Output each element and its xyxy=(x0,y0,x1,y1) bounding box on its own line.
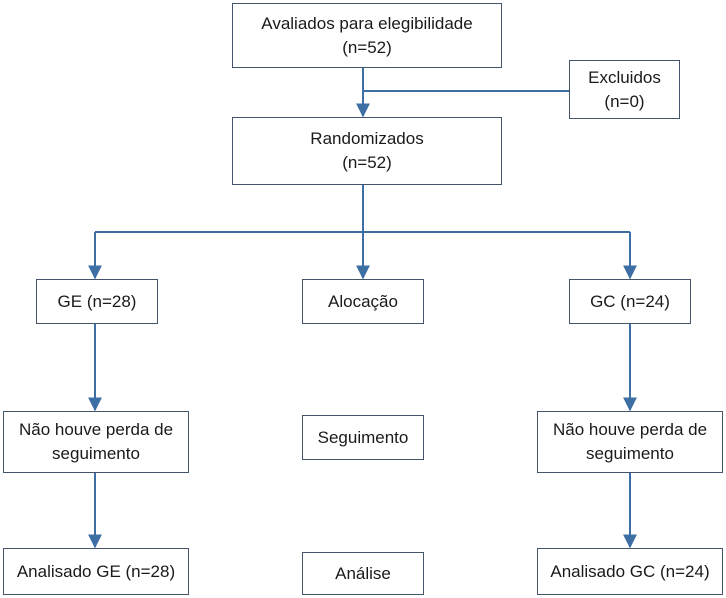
gc-group-box: GC (n=24) xyxy=(569,279,691,324)
gc-followup-box: Não houve perda de seguimento xyxy=(537,411,723,473)
followup-box: Seguimento xyxy=(302,415,424,460)
eligibility-count: (n=52) xyxy=(342,37,392,57)
ge-followup-line2: seguimento xyxy=(52,444,140,463)
ge-group-box: GE (n=28) xyxy=(36,279,158,324)
eligibility-box: Avaliados para elegibilidade (n=52) xyxy=(232,3,502,68)
allocation-box: Alocação xyxy=(302,279,424,324)
gc-analysis-label: Analisado GC (n=24) xyxy=(550,561,710,581)
randomized-box: Randomizados (n=52) xyxy=(232,117,502,185)
ge-group-label: GE (n=28) xyxy=(57,291,137,311)
ge-followup-line1: Não houve perda de xyxy=(18,420,174,439)
analysis-box: Análise xyxy=(302,552,424,595)
excluded-count: (n=0) xyxy=(604,91,645,111)
gc-analysis-box: Analisado GC (n=24) xyxy=(537,548,723,595)
analysis-label: Análise xyxy=(335,563,391,583)
followup-label: Seguimento xyxy=(317,427,409,447)
excluded-box: Excluidos (n=0) xyxy=(569,60,680,119)
gc-followup-line1: Não houve perda de xyxy=(552,420,708,439)
ge-analysis-label: Analisado GE (n=28) xyxy=(16,561,176,581)
randomized-label: Randomizados xyxy=(310,129,424,148)
ge-analysis-box: Analisado GE (n=28) xyxy=(3,548,189,595)
excluded-label: Excluidos xyxy=(588,67,661,87)
gc-group-label: GC (n=24) xyxy=(590,291,670,311)
randomized-count: (n=52) xyxy=(342,153,392,172)
gc-followup-line2: seguimento xyxy=(586,444,674,463)
ge-followup-box: Não houve perda de seguimento xyxy=(3,411,189,473)
eligibility-label: Avaliados para elegibilidade xyxy=(261,13,473,33)
allocation-label: Alocação xyxy=(328,291,398,311)
